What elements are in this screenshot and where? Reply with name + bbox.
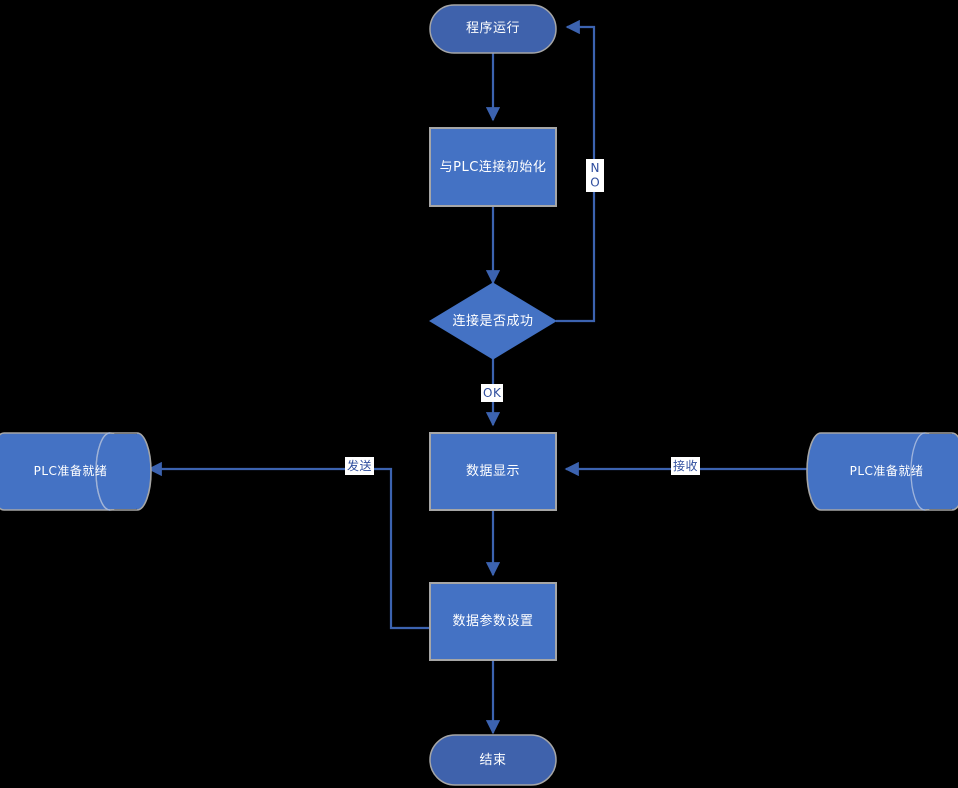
node-display-shape[interactable] <box>429 432 557 511</box>
edge-label-no: NO <box>586 159 604 192</box>
node-end-shape[interactable] <box>429 734 557 786</box>
node-params-shape[interactable] <box>429 582 557 661</box>
edge-params-to-plc-left-send <box>147 461 430 630</box>
node-plc-right-shape[interactable] <box>806 432 958 511</box>
node-init-shape[interactable] <box>429 127 557 207</box>
node-plc-left-shape[interactable] <box>0 432 152 511</box>
edge-label-receive: 接收 <box>671 457 701 475</box>
edge-label-ok: OK <box>481 384 504 402</box>
edge-label-send: 发送 <box>345 457 375 475</box>
node-decision-shape[interactable] <box>429 282 557 360</box>
node-start-shape[interactable] <box>429 4 557 54</box>
